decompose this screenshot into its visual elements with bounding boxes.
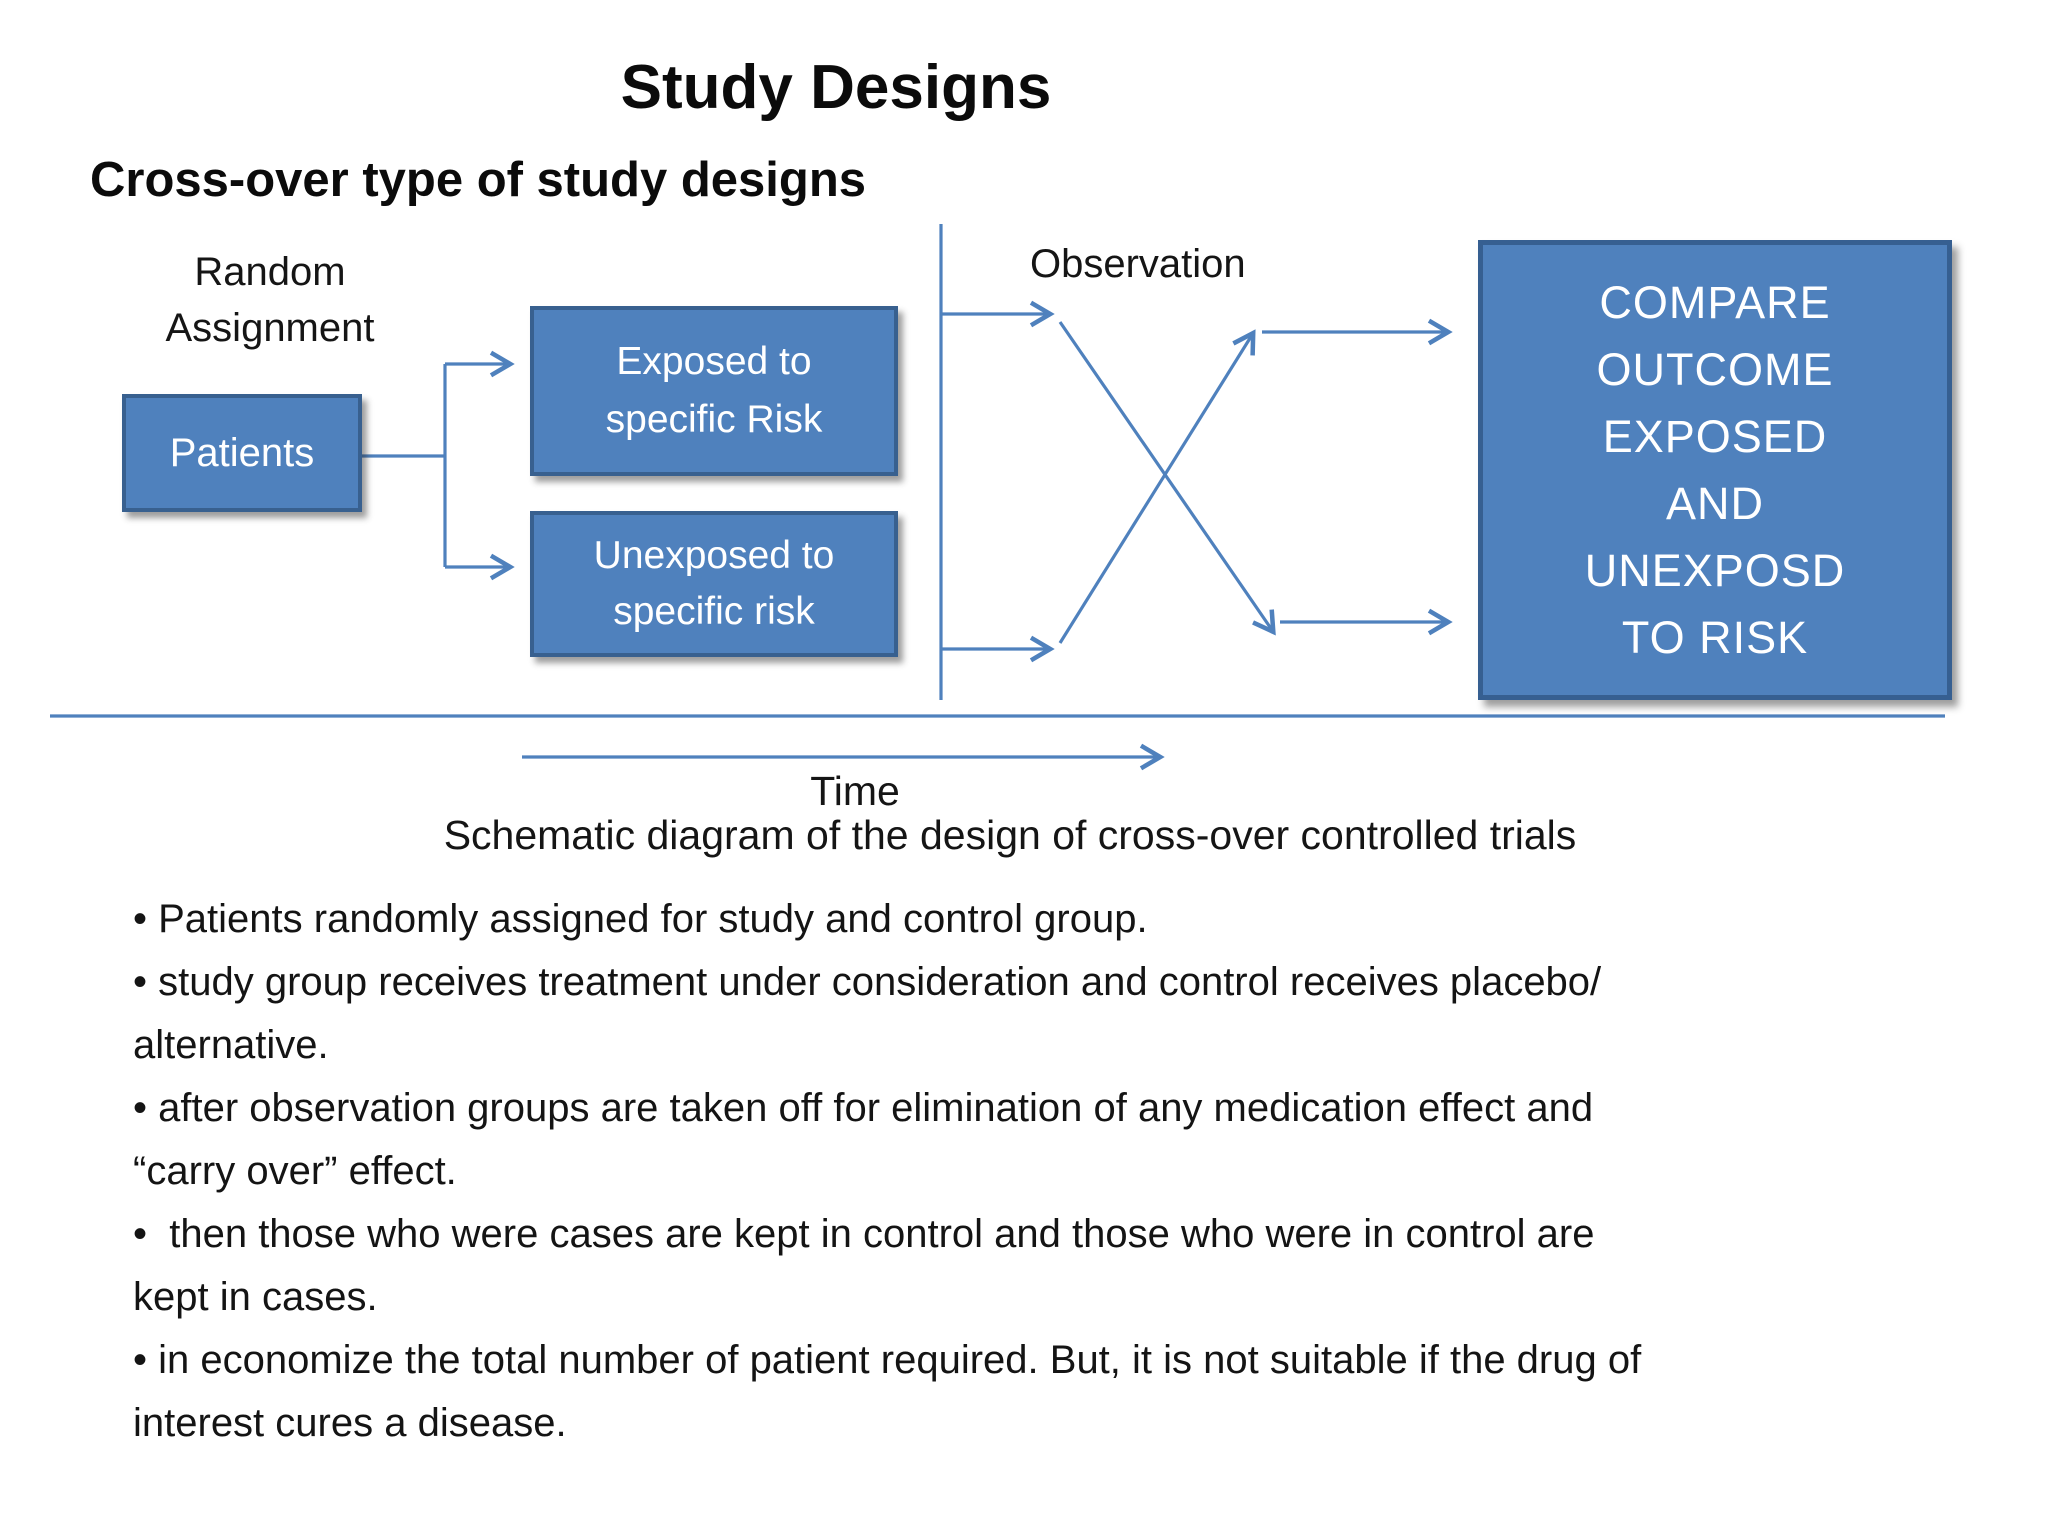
diagram-caption: Schematic diagram of the design of cross…: [443, 812, 1577, 858]
slide-subtitle: Cross-over type of study designs: [90, 153, 867, 207]
bullet-list: • Patients randomly assigned for study a…: [133, 888, 1953, 1455]
compare-box-line: UNEXPOSD: [1584, 545, 1846, 596]
bullet-item: • then those who were cases are kept in …: [133, 1212, 1595, 1319]
patients-box: Patients: [122, 394, 362, 512]
cross-line-ascending: [1058, 329, 1256, 644]
bullet-item: • in economize the total number of patie…: [133, 1338, 1642, 1445]
slide-title: Study Designs: [620, 53, 1052, 122]
bullet-item: • Patients randomly assigned for study a…: [133, 897, 1148, 941]
observation-label: Observation: [1030, 242, 1246, 286]
exposed-box: Exposed to specific Risk: [530, 306, 898, 476]
bullet-item: • after observation groups are taken off…: [133, 1086, 1594, 1193]
random-assignment-label: Random Assignment: [165, 250, 375, 350]
compare-box-line: COMPARE: [1599, 277, 1831, 328]
compare-box-line: TO RISK: [1621, 612, 1809, 663]
compare-outcome-box: COMPARE OUTCOME EXPOSED AND UNEXPOSD TO …: [1478, 240, 1952, 700]
cross-line-descending: [1058, 321, 1276, 636]
compare-box-line: AND: [1665, 478, 1764, 529]
time-axis-label: Time: [810, 768, 900, 814]
unexposed-box: Unexposed to specific risk: [530, 511, 898, 657]
bullet-item: • study group receives treatment under c…: [133, 960, 1602, 1067]
compare-box-line: EXPOSED: [1602, 411, 1828, 462]
compare-box-line: OUTCOME: [1596, 344, 1834, 395]
